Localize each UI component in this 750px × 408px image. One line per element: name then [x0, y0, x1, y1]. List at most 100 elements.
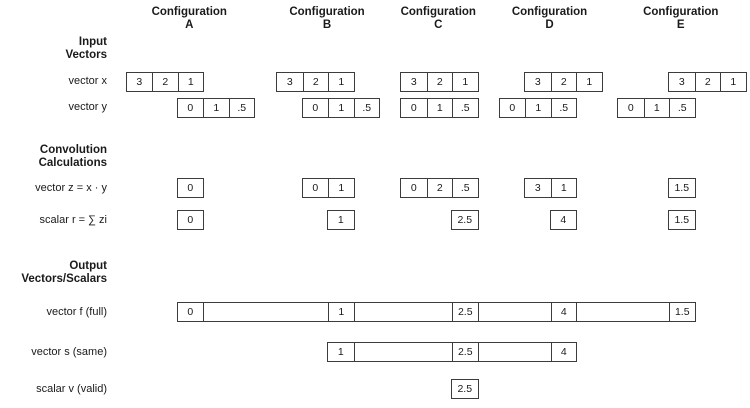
section-output-vectors-scalars: Output Vectors/Scalars — [0, 260, 107, 286]
vector-cell: 3 — [534, 75, 541, 88]
row-label-scalar-r: scalar r = ∑ zi — [39, 214, 107, 226]
config-header-title: Configuration — [151, 6, 227, 18]
vector-cell: 3 — [286, 75, 293, 88]
section-conv-line2: Calculations — [38, 157, 107, 169]
config-header-letter: A — [185, 19, 194, 31]
vector-cell: 0 — [509, 101, 516, 114]
row-label-vector-s: vector s (same) — [31, 346, 107, 358]
vector-cell-empty — [203, 303, 328, 321]
section-input-line1: Input — [78, 36, 107, 48]
vector-cell: 0 — [312, 181, 319, 194]
vector-cell: 3 — [410, 75, 417, 88]
config-header-title: Configuration — [511, 6, 588, 18]
vector-cell: 1.5 — [674, 181, 690, 194]
vector-cell: 2 — [302, 73, 329, 91]
vector-cell: 3 — [136, 75, 143, 88]
vector-cell: .5 — [669, 99, 695, 117]
vector-cell: .5 — [353, 99, 380, 117]
vector-cell: 1 — [720, 73, 746, 91]
vector-cell: 2 — [426, 179, 453, 197]
vector-cell: 0 — [187, 181, 194, 194]
config-D-scalar-r: 4 — [549, 210, 577, 230]
vector-cell: 1 — [426, 99, 453, 117]
vector-cell: 2.5 — [457, 213, 473, 226]
section-input-line2: Vectors — [65, 49, 107, 61]
vector-cell: 1 — [337, 345, 344, 358]
config-header-title: Configuration — [643, 6, 719, 18]
vector-cell: 1.5 — [669, 303, 695, 321]
vector-cell: 0 — [187, 305, 194, 318]
row-label-scalar-v: scalar v (valid) — [36, 383, 107, 395]
vector-cell: 1 — [328, 99, 354, 117]
vector-cell: 1 — [328, 73, 354, 91]
config-E-vector-z: 1.5 — [668, 178, 696, 198]
section-out-line1: Output — [69, 260, 107, 272]
config-header-title: Configuration — [289, 6, 365, 18]
vector-cell: 0 — [187, 213, 194, 226]
vector-cell: 1 — [337, 213, 344, 226]
row-label-vector-f: vector f (full) — [46, 306, 107, 318]
vector-cell: 1 — [576, 73, 602, 91]
vector-cell: 1 — [452, 73, 478, 91]
vector-cell: 1 — [203, 99, 229, 117]
vector-cell: 4 — [550, 303, 577, 321]
vector-cell: 4 — [560, 213, 567, 226]
section-convolution-calculations: Convolution Calculations — [0, 144, 107, 170]
config-E-scalar-r: 1.5 — [668, 210, 696, 230]
vector-cell: 4 — [550, 343, 577, 361]
vector-cell: 1 — [328, 303, 354, 321]
vector-cell: 1 — [177, 73, 204, 91]
vector-cell: 2 — [426, 73, 453, 91]
vector-cell-empty — [353, 303, 453, 321]
config-header-letter: D — [545, 19, 554, 31]
config-C-scalar-r: 2.5 — [451, 210, 479, 230]
vector-cell: 1 — [328, 179, 354, 197]
vector-cell: 1 — [643, 99, 670, 117]
vector-cell: .5 — [228, 99, 255, 117]
vector-cell: 2 — [152, 73, 178, 91]
vector-cell: 3 — [678, 75, 685, 88]
vector-cell-empty — [576, 303, 669, 321]
section-conv-line1: Convolution — [39, 144, 107, 156]
config-header-letter: E — [676, 19, 685, 31]
row-label-vector-x: vector x — [68, 75, 107, 87]
vector-cell: 0 — [410, 181, 417, 194]
vector-cell: 2.5 — [452, 343, 478, 361]
vector-cell: 0 — [410, 101, 417, 114]
vector-cell: .5 — [452, 99, 478, 117]
vector-cell: 2.5 — [457, 382, 473, 395]
config-header-letter: C — [434, 19, 443, 31]
output-v-box: 2.5 — [451, 379, 479, 399]
vector-cell: 1.5 — [674, 213, 690, 226]
config-B-scalar-r: 1 — [327, 210, 355, 230]
vector-cell-empty — [477, 343, 551, 361]
output-f-box: 0 1 2.5 4 1.5 — [176, 302, 696, 322]
row-label-vector-y: vector y — [68, 101, 107, 113]
config-header-letter: B — [322, 19, 332, 31]
vector-cell: .5 — [452, 179, 478, 197]
vector-cell-empty — [477, 303, 551, 321]
vector-cell: 2.5 — [452, 303, 478, 321]
vector-cell: 1 — [550, 179, 577, 197]
vector-cell: 0 — [312, 101, 319, 114]
vector-cell: 1 — [525, 99, 551, 117]
row-label-vector-z: vector z = x · y — [35, 182, 107, 194]
vector-cell: 0 — [627, 101, 634, 114]
